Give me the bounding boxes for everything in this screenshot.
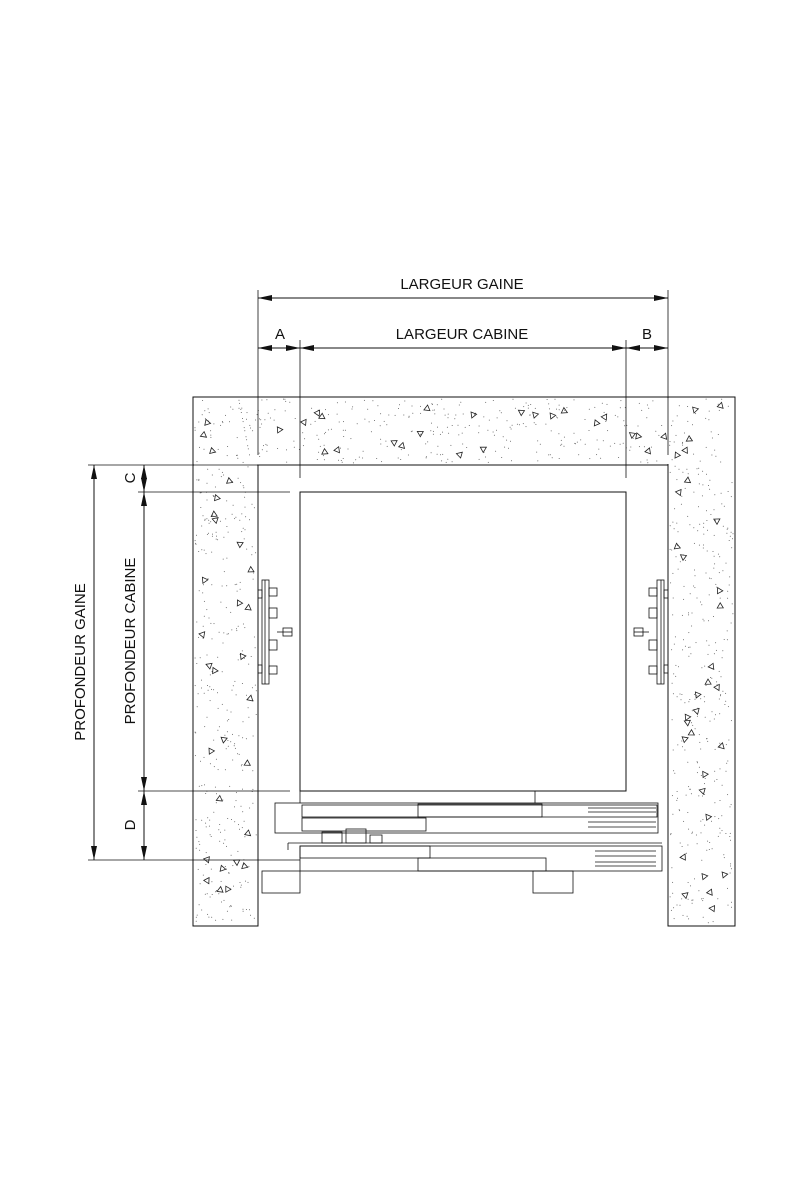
- concrete-hatch: [194, 398, 734, 924]
- shaft-width-label: LARGEUR GAINE: [400, 276, 523, 293]
- dimension-b-label: B: [642, 326, 652, 343]
- dimension-a-label: A: [275, 326, 285, 343]
- car-width-label: LARGEUR CABINE: [396, 326, 529, 343]
- right-guide-rail: [633, 579, 669, 685]
- cabin-outline: [299, 491, 627, 792]
- concrete-walls: [192, 396, 736, 927]
- horizontal-dimensions: [257, 290, 669, 478]
- car-depth-label: PROFONDEUR CABINE: [122, 558, 139, 725]
- left-guide-rail: [257, 579, 293, 685]
- landing-doors: [261, 791, 663, 894]
- vertical-dimensions: [88, 464, 300, 861]
- shaft-depth-label: PROFONDEUR GAINE: [72, 583, 89, 741]
- dimension-c-label: C: [122, 472, 139, 483]
- dimension-d-label: D: [122, 819, 139, 830]
